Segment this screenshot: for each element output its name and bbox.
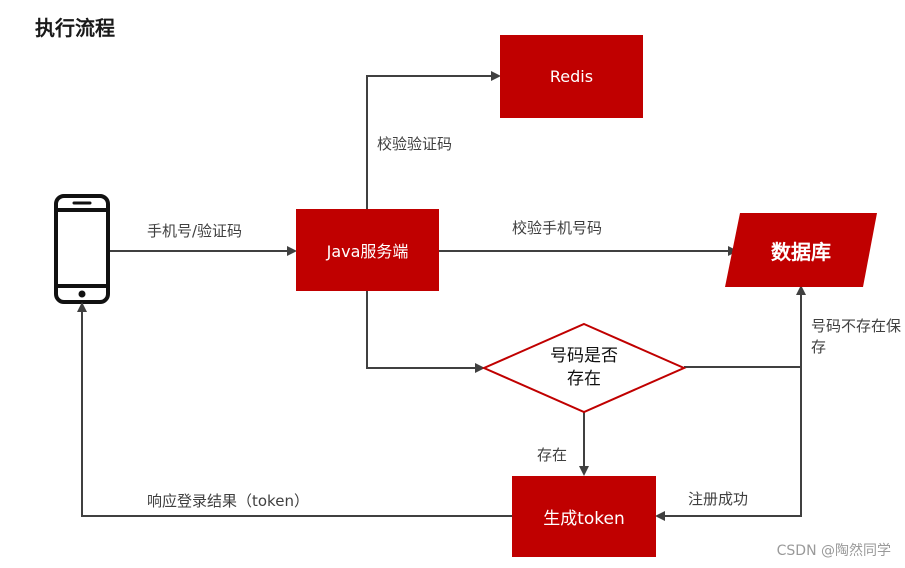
arrow-token-to-phone [77, 302, 512, 517]
database-shape [725, 213, 877, 287]
watermark: CSDN @陶然同学 [776, 543, 891, 559]
arrow-database-to-token [655, 367, 802, 521]
diagram-title: 执行流程 [35, 16, 115, 40]
arrow-server-to-redis [366, 71, 501, 209]
label-response-login: 响应登录结果（token） [147, 492, 309, 510]
label-not-exists-save: 号码不存在保存 [811, 317, 902, 356]
label-verify-phone: 校验手机号码 [512, 219, 603, 237]
smartphone-icon [54, 194, 110, 304]
decision-node: 号码是否存在 [534, 344, 634, 392]
generate-token-node: 生成token [512, 476, 656, 557]
label-register-success: 注册成功 [688, 490, 749, 508]
java-server-node: Java服务端 [296, 209, 439, 291]
database-node: 数据库 [725, 213, 877, 287]
label-phone-to-server: 手机号/验证码 [147, 222, 243, 240]
java-server-label: Java服务端 [326, 242, 409, 261]
database-label: 数据库 [771, 239, 831, 264]
arrow-decision-to-database [684, 285, 806, 368]
redis-label: Redis [549, 67, 594, 86]
generate-token-label: 生成token [543, 509, 625, 529]
label-exists: 存在 [537, 446, 568, 464]
arrow-server-to-decision [366, 291, 485, 373]
label-verify-code: 校验验证码 [377, 135, 453, 153]
decision-label: 号码是否存在 [550, 346, 618, 389]
redis-node: Redis [500, 35, 643, 118]
decision-diamond [481, 322, 687, 414]
